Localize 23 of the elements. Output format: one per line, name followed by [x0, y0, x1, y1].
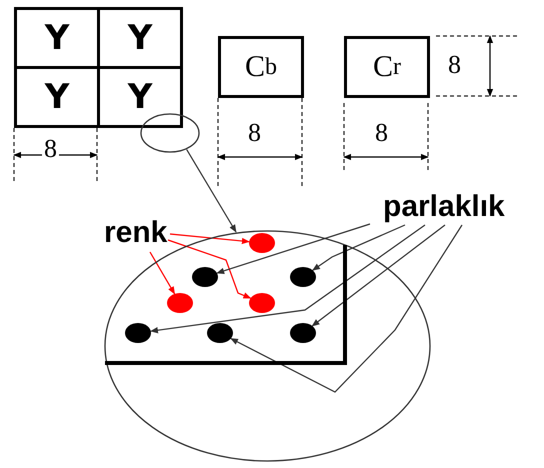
arrow: [149, 252, 176, 295]
annotation-text: parlaklık: [383, 190, 539, 224]
arrow: [186, 149, 237, 233]
chroma-sample-dot: [167, 293, 193, 313]
luma-block: Y: [97, 7, 183, 69]
arrow: [170, 233, 250, 244]
luma-block: Y: [14, 66, 100, 128]
luma-sample-dot: [290, 267, 316, 287]
luma-sample-dot: [125, 323, 151, 343]
chroma-sample-dot: [249, 293, 275, 313]
arrow: [216, 223, 370, 274]
arrow: [168, 239, 252, 299]
arrow: [230, 224, 462, 393]
arrow: [150, 224, 426, 334]
chroma-sample-dot: [249, 233, 275, 253]
annotation-text: renk: [104, 216, 178, 250]
luma-sample-dot: [290, 323, 316, 343]
arrow: [312, 224, 446, 326]
luma-block: Y: [97, 66, 183, 128]
luma-sample-dot: [207, 323, 233, 343]
luma-sample-dot: [192, 267, 218, 287]
luma-block: Y: [14, 7, 100, 69]
arrow: [312, 224, 406, 271]
